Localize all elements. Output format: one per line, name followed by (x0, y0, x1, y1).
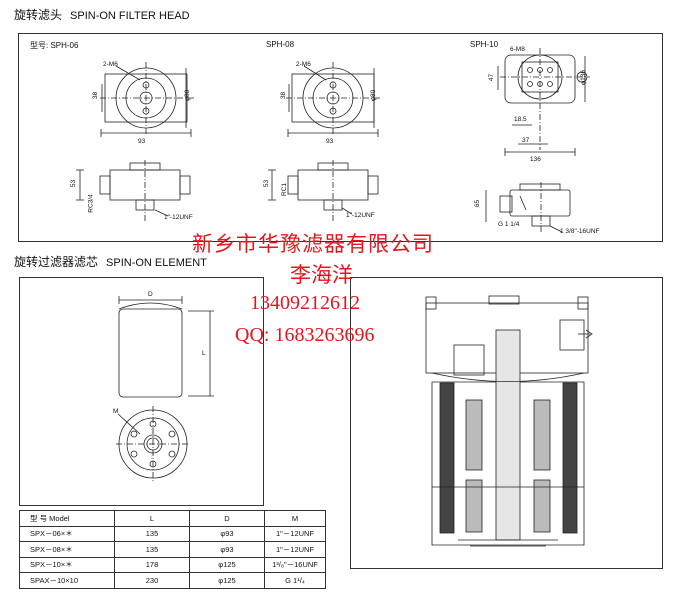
sph08-top-view (286, 62, 380, 137)
sph08-side-view (268, 160, 379, 222)
sph10-dim-e: 136 (530, 156, 541, 163)
element-drawing-frame-right (350, 277, 663, 569)
table-cell: SPAX－10×10 (19, 572, 115, 589)
head-title-en: SPIN-ON FILTER HEAD (70, 10, 190, 22)
table-header-cell: L (114, 510, 190, 527)
element-title-cn: 旋转过滤器滤芯 (14, 255, 99, 269)
table-cell: φ93 (189, 525, 265, 542)
table-cell: SPX－10×＊ (19, 556, 115, 573)
table-cell: 1"－12UNF (264, 525, 326, 542)
head-section-title: 旋转滤头 SPIN-ON FILTER HEAD (14, 6, 190, 23)
element-bottom-view (116, 406, 190, 482)
sph08-thread: 1"-12UNF (346, 212, 375, 219)
element-drawing-frame-left (19, 277, 264, 506)
element-dim-d: D (148, 291, 153, 298)
table-cell: G 1¹/₄ (264, 572, 326, 589)
sph06-side-view (76, 160, 191, 222)
sph10-thread: 1 3/8"-16UNF (560, 228, 600, 235)
table-cell: 178 (114, 556, 190, 573)
sph06-top-view (100, 62, 195, 137)
model-label-sph06: 型号: SPH-06 (30, 41, 79, 50)
sph08-bolt: 2-M6 (296, 61, 311, 68)
element-side-view (118, 296, 214, 398)
table-row: SPX－06×＊ 135 φ93 1"－12UNF (19, 525, 326, 542)
sph06-bolt: 2-M6 (103, 61, 118, 68)
sph06-dim-c: 93 (138, 138, 146, 145)
table-cell: 135 (114, 541, 190, 558)
table-row: SPX－08×＊ 135 φ93 1"－12UNF (19, 541, 326, 558)
table-cell: 135 (114, 525, 190, 542)
sph10-dim-d: 37 (522, 137, 530, 144)
watermark-qq: QQ: 1683263696 (235, 324, 375, 346)
table-cell: 1³/₈"－16UNF (264, 556, 326, 573)
element-section-title: 旋转过滤器滤芯 SPIN-ON ELEMENT (14, 253, 207, 270)
sph10-dim-c: 18.5 (514, 116, 527, 123)
table-cell: SPX－06×＊ (19, 525, 115, 542)
sph10-side-view (485, 182, 571, 233)
table-row: SPX－10×＊ 178 φ125 1³/₈"－16UNF (19, 556, 326, 573)
element-dim-l: L (202, 350, 206, 357)
table-header-cell: D (189, 510, 265, 527)
table-cell: 1"－12UNF (264, 541, 326, 558)
watermark-person: 李海洋 (290, 263, 353, 287)
model-label-sph08: SPH-08 (266, 40, 295, 49)
table-cell: φ93 (189, 541, 265, 558)
model-label-sph10: SPH-10 (470, 40, 499, 49)
table-cell: 230 (114, 572, 190, 589)
table-row: SPAX－10×10 230 φ125 G 1¹/₄ (19, 572, 326, 589)
element-title-en: SPIN-ON ELEMENT (106, 257, 207, 269)
table-cell: SPX－08×＊ (19, 541, 115, 558)
table-header-cell: M (264, 510, 326, 527)
sph10-top-view (497, 48, 590, 156)
table-header-cell: 型 号 Model (19, 510, 115, 527)
sph08-dim-c: 93 (326, 138, 334, 145)
element-spec-table: 型 号 Model L D M SPX－06×＊ 135 φ93 1"－12UN… (19, 510, 326, 589)
filter-cross-section (425, 295, 593, 547)
head-title-cn: 旋转滤头 (14, 8, 63, 22)
watermark-phone: 13409212612 (250, 292, 360, 314)
sph06-thread: 1"-12UNF (164, 214, 193, 221)
element-dim-m: M (113, 408, 119, 415)
table-cell: φ125 (189, 572, 265, 589)
sph10-dim-g: G 1 1/4 (498, 221, 520, 228)
table-cell: φ125 (189, 556, 265, 573)
watermark-company: 新乡市华豫滤器有限公司 (192, 232, 434, 256)
head-drawing-frame (18, 33, 663, 242)
sph10-bolt: 6-M8 (510, 46, 525, 53)
table-header-row: 型 号 Model L D M (19, 510, 326, 527)
